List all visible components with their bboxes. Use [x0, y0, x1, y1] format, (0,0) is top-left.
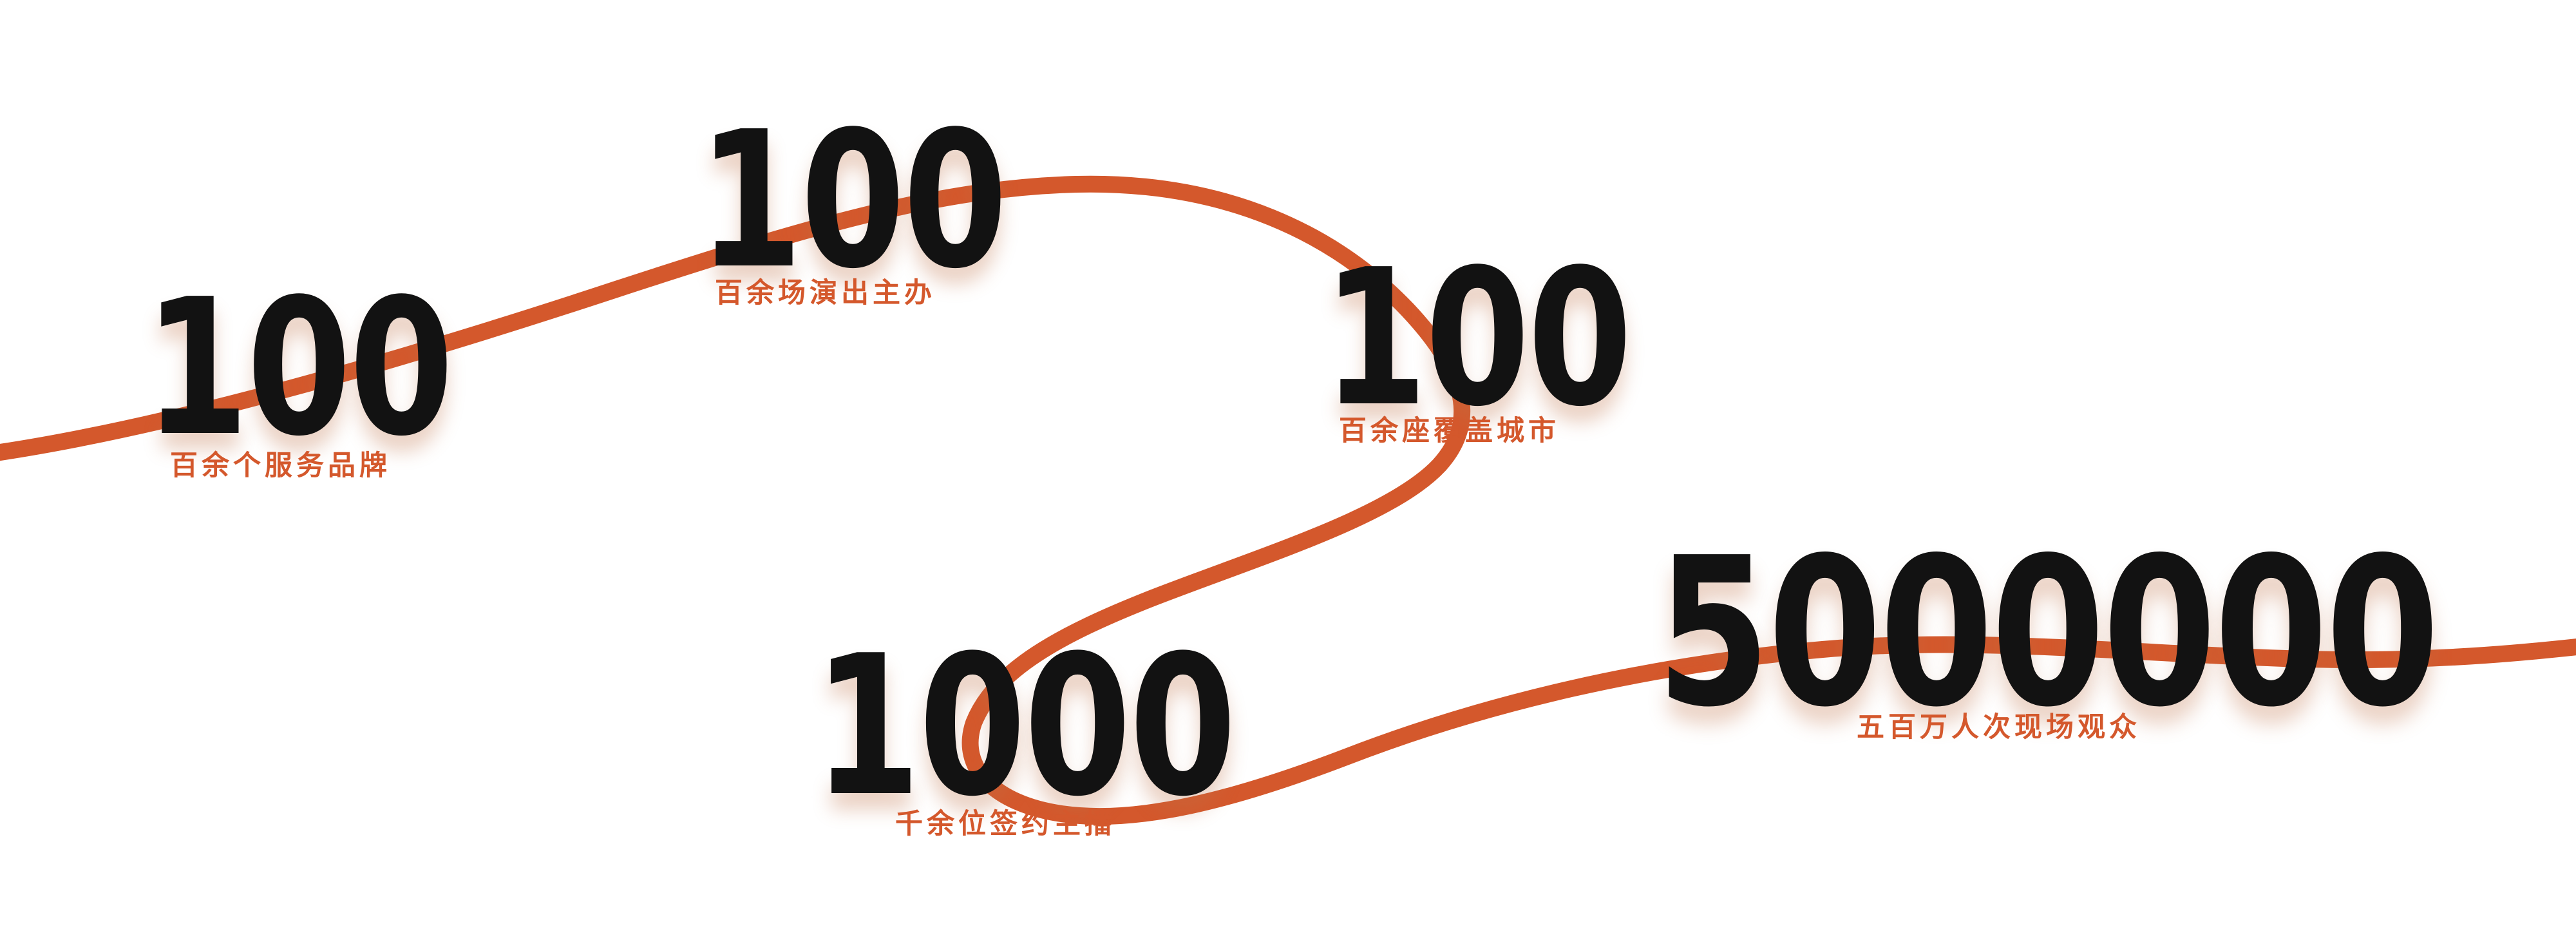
stat-cities-value: 100	[1323, 229, 1633, 448]
stat-performances-value: 100	[698, 91, 1008, 310]
stat-brands-value: 100	[144, 258, 454, 477]
stat-performances-label: 百余场演出主办	[715, 277, 936, 309]
stat-anchors: 1000 千余位签约主播	[813, 614, 1340, 839]
stat-audience-label: 五百万人次现场观众	[1857, 711, 2141, 743]
stat-brands-label: 百余个服务品牌	[170, 450, 391, 482]
curve-path	[0, 175, 2576, 825]
stat-performances: 100 百余场演出主办	[698, 91, 1082, 310]
stat-cities: 100 百余座覆盖城市	[1323, 229, 1707, 448]
stat-audience: 5000000 五百万人次现场观众	[1656, 513, 2576, 752]
stat-brands: 100 百余个服务品牌	[144, 258, 528, 480]
stat-cities-label: 百余座覆盖城市	[1339, 415, 1560, 447]
stat-anchors-label: 千余位签约主播	[895, 808, 1116, 840]
stat-anchors-value: 1000	[813, 614, 1236, 839]
stat-audience-value: 5000000	[1656, 513, 2439, 752]
